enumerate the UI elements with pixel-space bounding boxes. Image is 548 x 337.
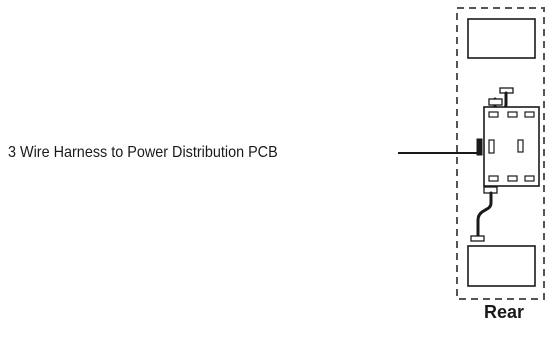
top-cable-pcb-connector (488, 98, 503, 106)
bottom-cable-end-connector (470, 235, 485, 242)
harness-callout-label: 3 Wire Harness to Power Distribution PCB (8, 144, 278, 161)
rear-panel-label: Rear (483, 302, 525, 322)
rear-panel-boundary (456, 7, 545, 300)
top-component (467, 18, 536, 59)
bottom-component (467, 245, 536, 287)
harness-connector (476, 138, 483, 156)
bottom-cable (470, 186, 498, 242)
power-distribution-pcb (476, 106, 540, 187)
